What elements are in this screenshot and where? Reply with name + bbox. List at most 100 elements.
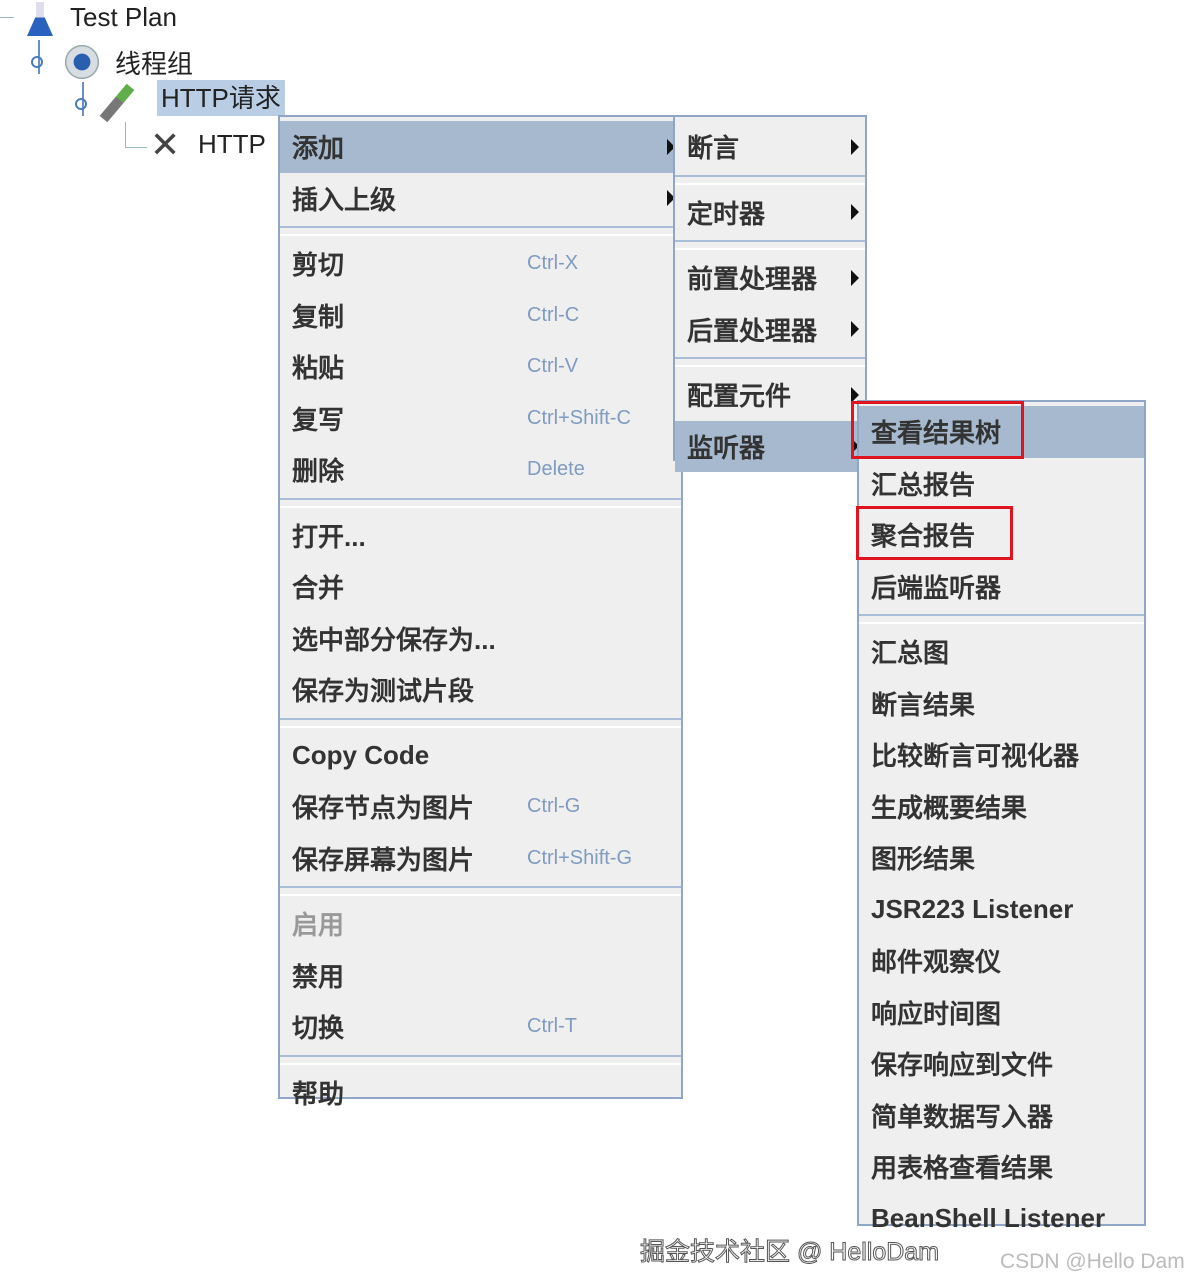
menu-item-shortcut: Ctrl+Shift-C bbox=[527, 406, 631, 429]
menu-item-label: 复制 bbox=[292, 301, 345, 332]
menu-item-label: 聚合报告 bbox=[871, 521, 976, 552]
menu-item-label: 保存为测试片段 bbox=[292, 676, 475, 707]
tree-label: HTTP请求 bbox=[157, 80, 285, 116]
tools-icon: ✕ bbox=[150, 124, 181, 165]
watermark-csdn: CSDN @Hello Dam bbox=[1000, 1250, 1185, 1273]
menu-item-label: 汇总报告 bbox=[871, 469, 976, 500]
annotation-box-view-results-tree bbox=[851, 401, 1024, 459]
menu-item[interactable]: 聚合报告 bbox=[859, 509, 1144, 561]
menu-item-label: 保存响应到文件 bbox=[871, 1050, 1054, 1081]
menu-item[interactable]: 配置元件 bbox=[675, 369, 865, 421]
menu-item-label: 配置元件 bbox=[687, 381, 792, 412]
tree-label: HTTP bbox=[198, 129, 266, 159]
menu-item[interactable]: Copy Code bbox=[280, 730, 681, 782]
submenu-arrow-icon bbox=[667, 138, 675, 155]
menu-item[interactable]: 汇总图 bbox=[859, 626, 1144, 678]
menu-item-shortcut: Ctrl-T bbox=[527, 1015, 577, 1038]
menu-item-label: 复写 bbox=[292, 404, 345, 435]
pipette-icon bbox=[99, 83, 135, 123]
menu-item[interactable]: 打开... bbox=[280, 510, 681, 562]
tree-label: Test Plan bbox=[70, 2, 177, 32]
menu-item-label: 生成概要结果 bbox=[871, 792, 1028, 823]
menu-item[interactable]: 断言结果 bbox=[859, 678, 1144, 730]
menu-separator bbox=[280, 886, 681, 896]
watermark-juejin: 掘金技术社区 @ HelloDam bbox=[639, 1238, 940, 1267]
submenu-arrow-icon bbox=[851, 269, 859, 286]
submenu-arrow-icon bbox=[667, 190, 675, 207]
menu-item[interactable]: 后端监听器 bbox=[859, 561, 1144, 613]
menu-item-label: 图形结果 bbox=[871, 844, 976, 875]
menu-item[interactable]: 复制 Ctrl-C bbox=[280, 290, 681, 342]
tree-label: 线程组 bbox=[115, 49, 194, 79]
menu-item-label: 选中部分保存为... bbox=[292, 624, 496, 655]
menu-separator bbox=[859, 614, 1144, 624]
menu-item-label: 保存节点为图片 bbox=[292, 793, 475, 824]
menu-item[interactable]: 用表格查看结果 bbox=[859, 1141, 1144, 1193]
menu-item[interactable]: 汇总报告 bbox=[859, 458, 1144, 510]
menu-item-label: 后置处理器 bbox=[687, 315, 818, 346]
menu-item-label: 邮件观察仪 bbox=[871, 947, 1002, 978]
menu-item[interactable]: 定时器 bbox=[675, 187, 865, 239]
submenu-arrow-icon bbox=[851, 386, 859, 403]
menu-item-label: 添加 bbox=[292, 133, 345, 164]
menu-separator bbox=[280, 497, 681, 508]
menu-item[interactable]: 后置处理器 bbox=[675, 304, 865, 356]
menu-item[interactable]: 生成概要结果 bbox=[859, 781, 1144, 833]
menu-item[interactable]: 断言 bbox=[675, 121, 865, 173]
menu-item[interactable]: 邮件观察仪 bbox=[859, 935, 1144, 987]
menu-item[interactable]: 简单数据写入器 bbox=[859, 1090, 1144, 1142]
flask-icon bbox=[27, 2, 53, 36]
add-submenu: 断言定时器前置处理器后置处理器配置元件监听器 bbox=[673, 115, 867, 472]
menu-item[interactable]: 比较断言可视化器 bbox=[859, 729, 1144, 781]
menu-item[interactable]: 合并 bbox=[280, 561, 681, 613]
menu-item-label: Copy Code bbox=[292, 739, 430, 770]
menu-item-label: 断言结果 bbox=[871, 689, 976, 720]
menu-item[interactable]: 监听器 bbox=[675, 420, 865, 472]
menu-item-label: 比较断言可视化器 bbox=[871, 741, 1080, 772]
menu-item[interactable]: 前置处理器 bbox=[675, 252, 865, 304]
menu-item[interactable]: 添加 bbox=[280, 121, 681, 173]
menu-item-label: 前置处理器 bbox=[687, 264, 818, 295]
menu-item[interactable]: JSR223 Listener bbox=[859, 884, 1144, 936]
menu-item-label: 查看结果树 bbox=[871, 418, 1002, 449]
menu-item[interactable]: 保存节点为图片 Ctrl-G bbox=[280, 781, 681, 833]
menu-separator bbox=[675, 357, 865, 367]
menu-separator bbox=[280, 1054, 681, 1065]
menu-item-label: 定时器 bbox=[687, 198, 766, 229]
menu-item-label: JSR223 Listener bbox=[871, 893, 1074, 924]
menu-item[interactable]: 帮助 bbox=[280, 1067, 681, 1119]
menu-item-label: 合并 bbox=[292, 573, 345, 604]
menu-item[interactable]: 保存为测试片段 bbox=[280, 664, 681, 716]
menu-item[interactable]: 图形结果 bbox=[859, 832, 1144, 884]
menu-item[interactable]: 查看结果树 bbox=[859, 406, 1144, 458]
menu-item-shortcut: Ctrl+Shift-G bbox=[527, 846, 633, 869]
menu-item-label: 禁用 bbox=[292, 961, 345, 992]
menu-item[interactable]: 保存响应到文件 bbox=[859, 1038, 1144, 1090]
menu-item[interactable]: BeanShell Listener bbox=[859, 1193, 1144, 1245]
submenu-arrow-icon bbox=[851, 321, 859, 338]
menu-item-label: 汇总图 bbox=[871, 638, 950, 669]
menu-item-shortcut: Ctrl-C bbox=[527, 303, 580, 326]
menu-item[interactable]: 禁用 bbox=[280, 950, 681, 1002]
menu-item-label: 断言 bbox=[687, 133, 740, 164]
menu-item-label: 用表格查看结果 bbox=[871, 1153, 1054, 1184]
menu-item-shortcut: Delete bbox=[527, 458, 585, 481]
submenu-arrow-icon bbox=[851, 438, 859, 455]
menu-item-label: 帮助 bbox=[292, 1078, 345, 1109]
menu-item-label: 监听器 bbox=[687, 432, 766, 463]
menu-item-label: 启用 bbox=[292, 910, 345, 941]
menu-item[interactable]: 复写 Ctrl+Shift-C bbox=[280, 393, 681, 445]
menu-item-shortcut: Ctrl-G bbox=[527, 795, 581, 818]
listener-submenu: 查看结果树汇总报告聚合报告后端监听器汇总图断言结果比较断言可视化器生成概要结果图… bbox=[857, 400, 1146, 1233]
submenu-arrow-icon bbox=[851, 204, 859, 221]
menu-item[interactable]: 响应时间图 bbox=[859, 987, 1144, 1039]
menu-item[interactable]: 插入上级 bbox=[280, 173, 681, 225]
menu-separator bbox=[675, 174, 865, 185]
menu-item-shortcut: Ctrl-X bbox=[527, 252, 579, 275]
menu-item[interactable]: 选中部分保存为... bbox=[280, 613, 681, 665]
